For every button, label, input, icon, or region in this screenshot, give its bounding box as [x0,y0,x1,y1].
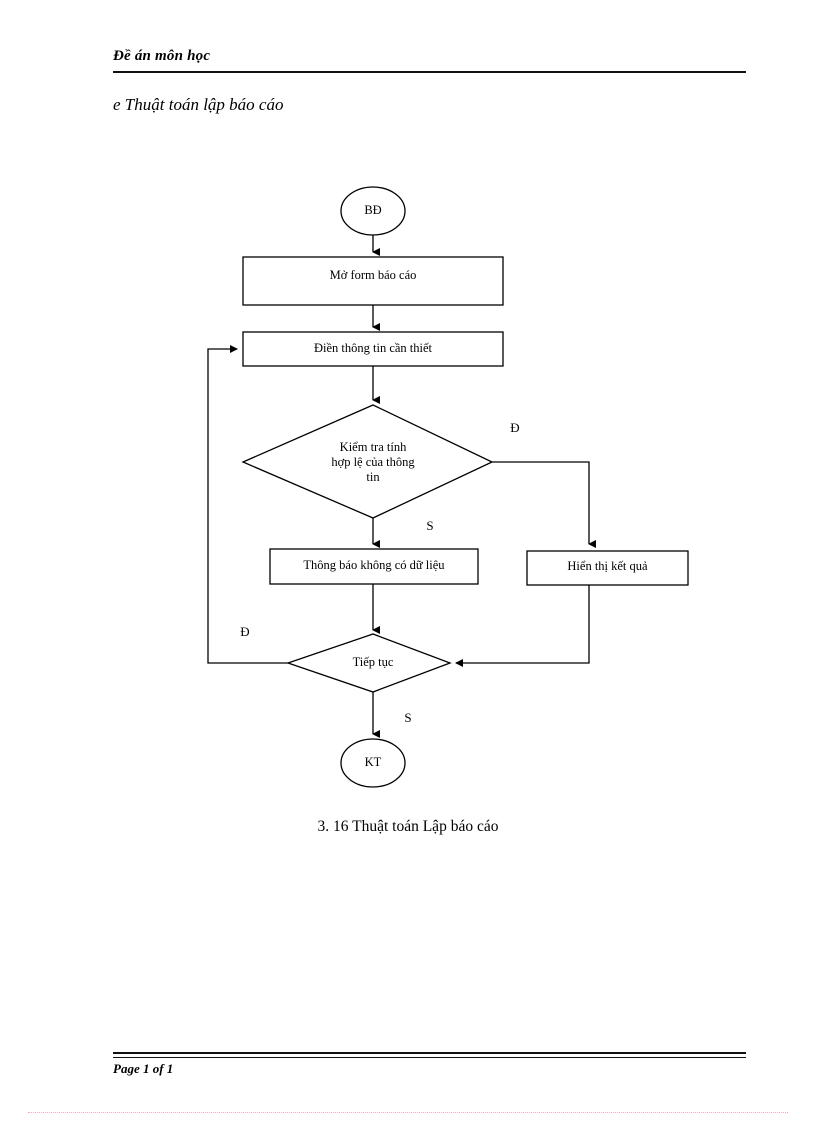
flow-node-no-data-message [269,548,479,585]
footer-page-number: Page 1 of 1 [113,1061,174,1076]
footer-divider-top [113,1052,746,1054]
flow-node-fill-info [242,331,504,367]
flow-node-open-form [242,256,504,306]
flow-node-validate [241,404,494,519]
flow-node-continue [285,633,452,693]
flow-branch-label-continue-false: S [404,710,412,725]
flow-branch-label-validate-true: Đ [510,420,520,435]
figure-caption: 3. 16 Thuật toán Lập báo cáo [317,818,499,835]
flow-node-start [340,186,406,236]
flow-branch-label-continue-true: Đ [240,624,250,639]
page-edge-marker [28,1112,788,1113]
flow-edge-show-result-to-continue [455,585,590,667]
flow-node-show-result [526,550,689,586]
page-header-title: Đề án môn học [113,48,211,64]
flow-edge-continue-true-loop [207,345,288,664]
flow-branch-label-validate-false: S [426,518,434,533]
section-heading: e Thuật toán lập báo cáo [113,95,284,114]
flow-edge-validate-true [492,461,596,548]
footer-divider-bottom [113,1057,746,1058]
flow-node-end [340,738,406,788]
header-divider [113,71,746,73]
